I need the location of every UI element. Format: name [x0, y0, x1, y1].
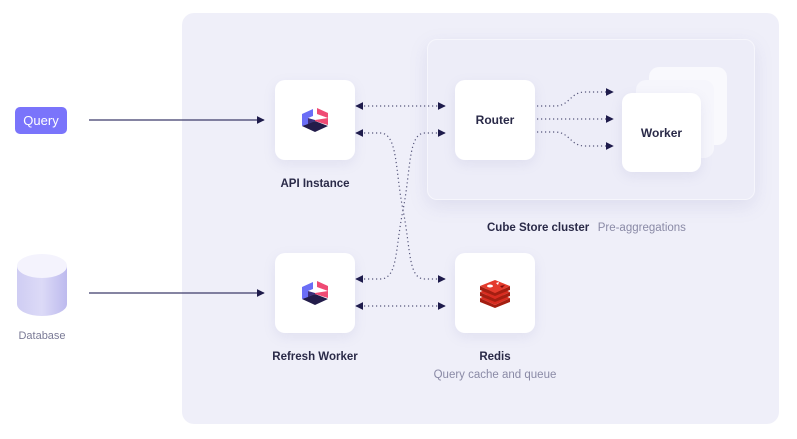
database-icon — [17, 254, 67, 316]
worker-node[interactable]: Worker — [622, 93, 701, 172]
cluster-sublabel: Pre-aggregations — [597, 222, 686, 234]
edge-router-worker-3 — [537, 131, 614, 150]
edge-api-redis — [355, 129, 446, 283]
api-instance-label: API Instance — [280, 178, 350, 190]
edge-refresh-router — [355, 129, 446, 283]
redis-node[interactable] — [455, 253, 535, 333]
database-node[interactable] — [15, 252, 69, 318]
refresh-worker-node[interactable] — [275, 253, 355, 333]
cube-logo-icon — [302, 108, 328, 132]
router-node[interactable]: Router — [455, 80, 535, 160]
edge-router-worker-1 — [537, 88, 614, 107]
refresh-worker-label: Refresh Worker — [272, 351, 358, 363]
redis-logo-icon — [480, 280, 510, 308]
redis-label: Redis — [479, 351, 511, 363]
router-label: Router — [475, 113, 515, 127]
cube-logo-icon — [302, 281, 328, 305]
worker-label: Worker — [640, 125, 683, 140]
redis-sublabel: Query cache and queue — [433, 369, 557, 381]
cluster-label: Cube Store cluster — [487, 222, 590, 234]
query-button[interactable]: Query — [15, 107, 67, 134]
database-label: Database — [18, 330, 66, 342]
cluster-caption: Cube Store cluster Pre-aggregations — [487, 218, 686, 236]
api-instance-node[interactable] — [275, 80, 355, 160]
